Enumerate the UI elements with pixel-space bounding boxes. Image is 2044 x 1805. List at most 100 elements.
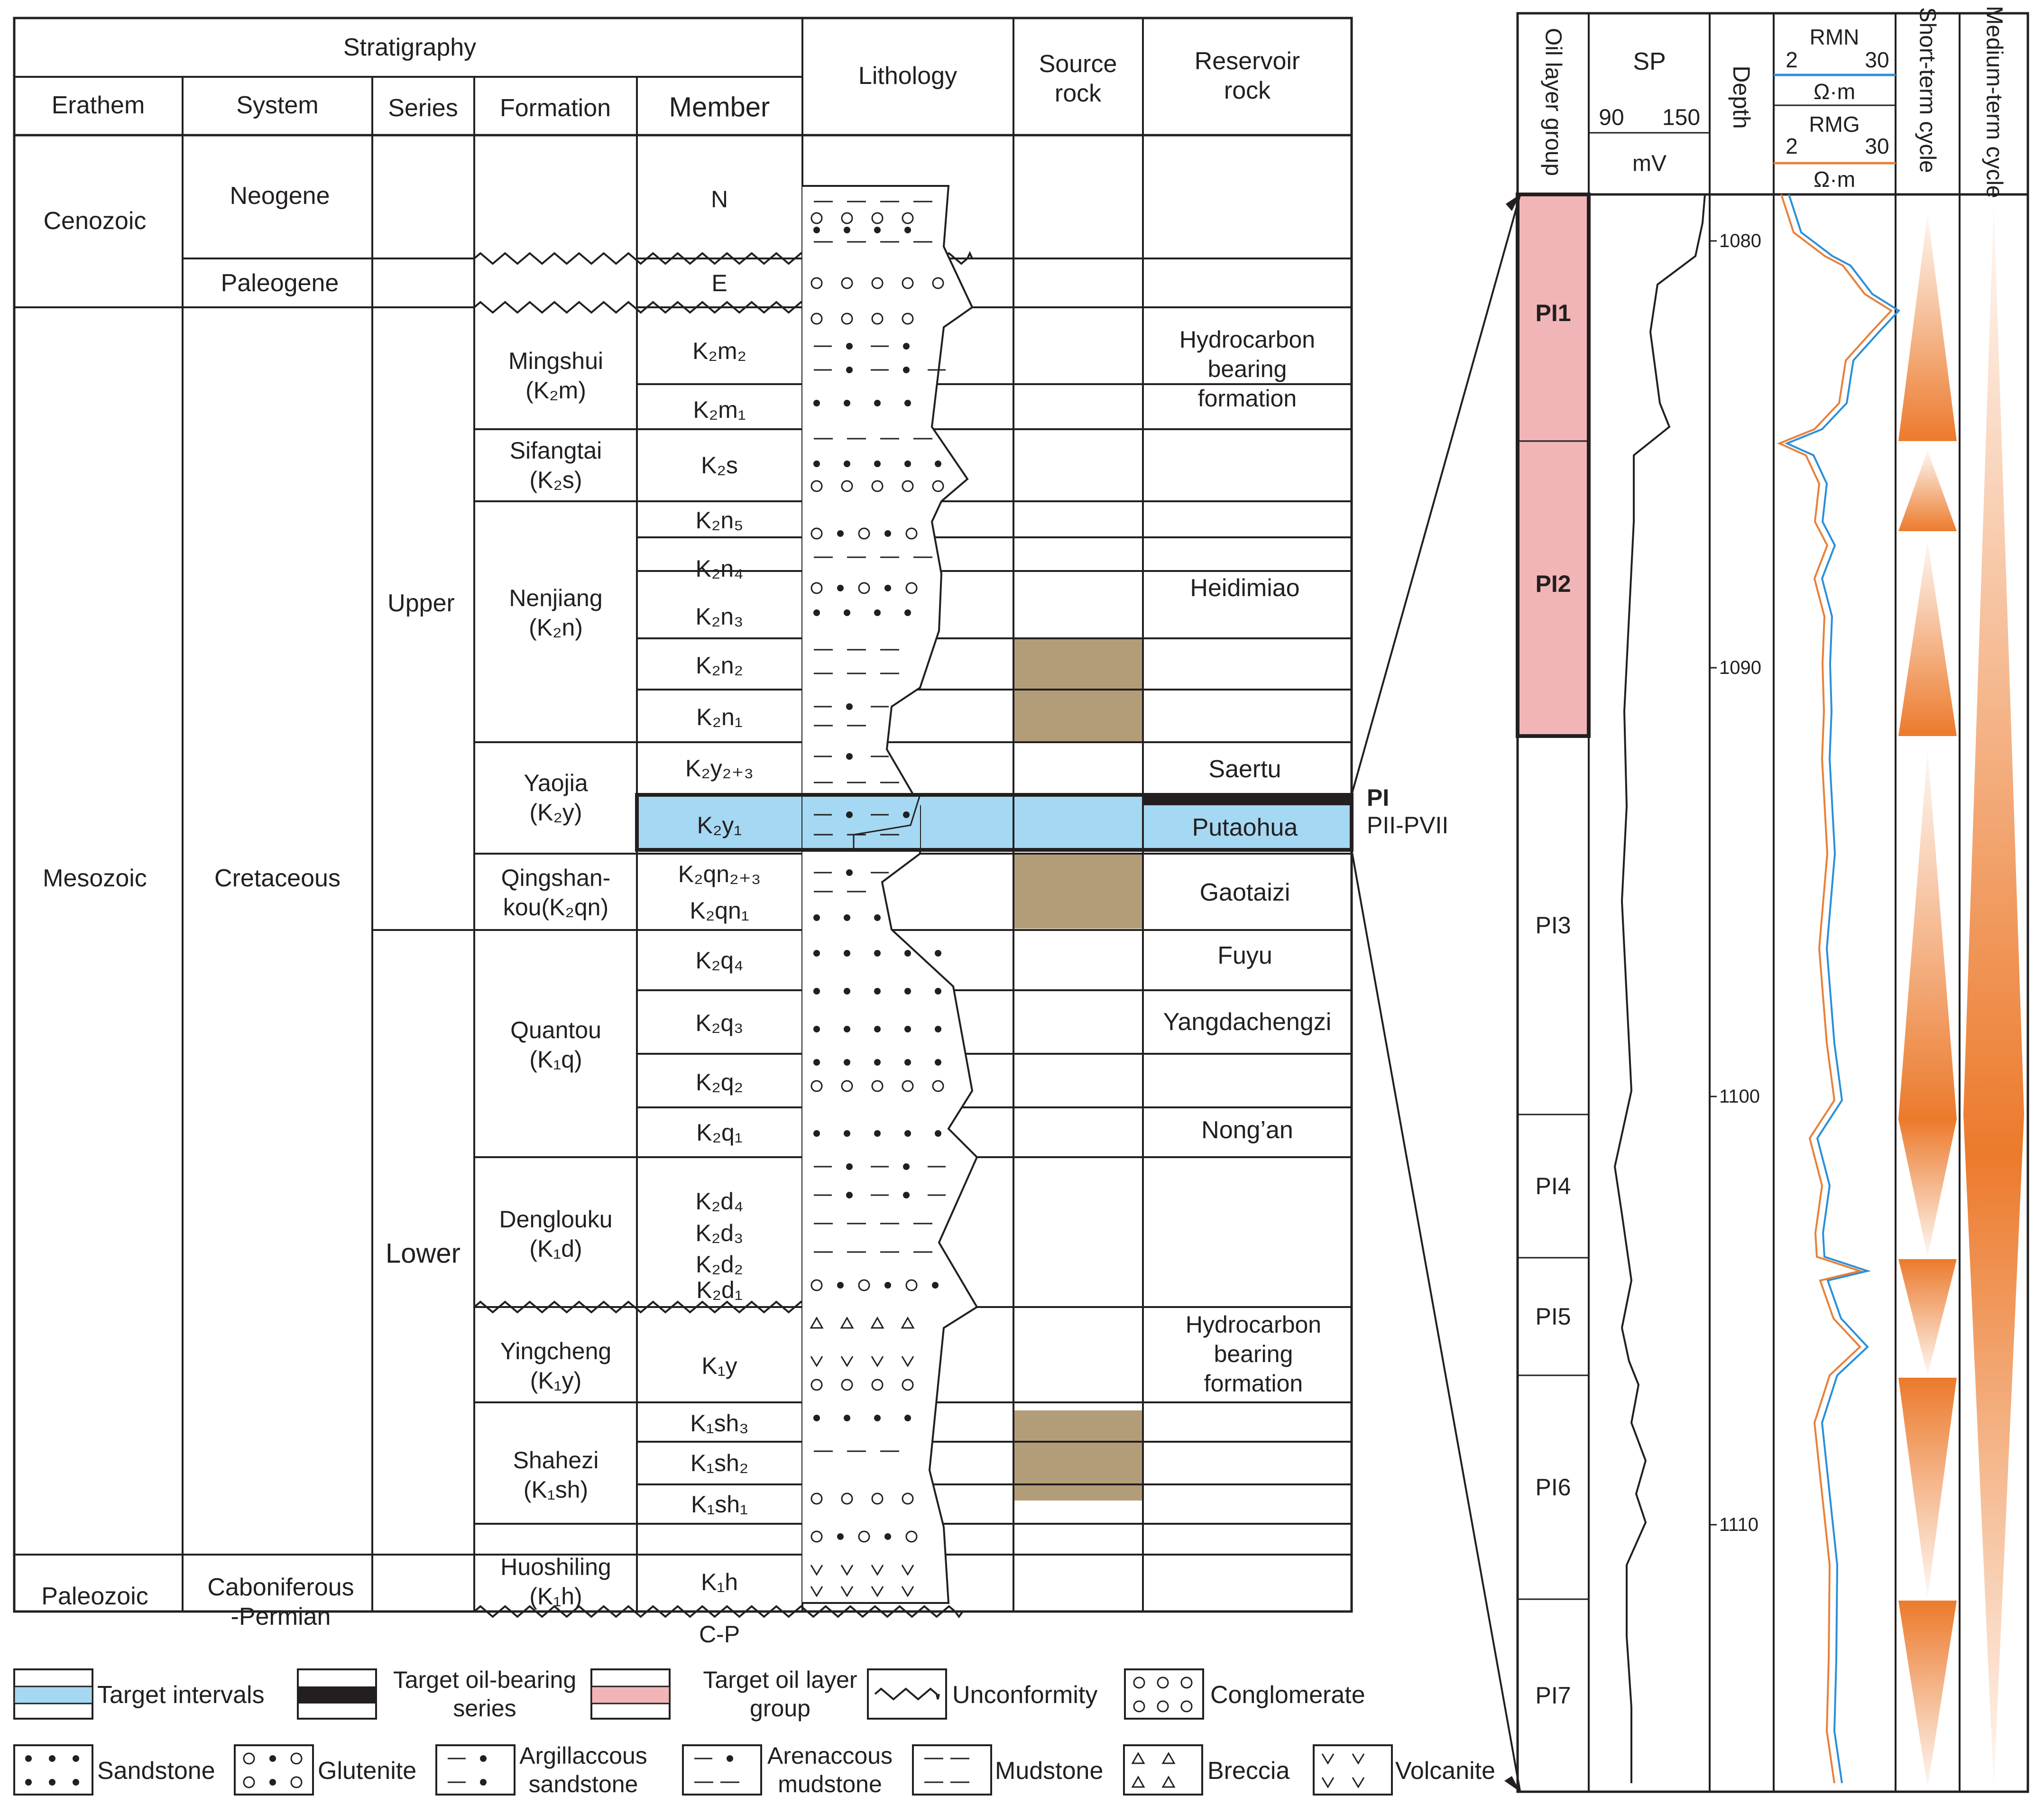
volcanic-mark bbox=[871, 1565, 884, 1576]
rmg-unit-label: Ω·m bbox=[1814, 167, 1855, 192]
gravel-circle bbox=[902, 313, 914, 325]
depth-label-1100: 1100 bbox=[1719, 1086, 1760, 1107]
reservoir-gaotaizi: Gaotaizi bbox=[1200, 879, 1290, 906]
sand-dot bbox=[844, 460, 850, 467]
legend-conglomerate: Conglomerate bbox=[1210, 1681, 1365, 1709]
legend-oil-bearing-fill bbox=[298, 1686, 376, 1704]
short-term-cycle-triangle bbox=[1898, 451, 1957, 531]
member-label: E bbox=[711, 270, 727, 296]
unconformity-huoshiling-base bbox=[473, 1605, 964, 1619]
sand-dot bbox=[844, 1059, 850, 1066]
short-term-cycle-triangle bbox=[1898, 541, 1957, 736]
sp-curve bbox=[1613, 194, 1706, 1783]
member-label: K₂m₁ bbox=[693, 396, 746, 423]
gravel-circle bbox=[871, 277, 884, 289]
gravel-circle bbox=[841, 1492, 853, 1505]
gravel-circle bbox=[905, 1279, 918, 1291]
gravel-circle bbox=[902, 277, 914, 289]
member-label: K₂n₃ bbox=[696, 603, 744, 630]
sand-dot bbox=[874, 1059, 881, 1066]
breccia-mark bbox=[810, 1316, 824, 1329]
gravel-circle bbox=[905, 1530, 918, 1543]
sand-dot bbox=[884, 1533, 891, 1540]
sand-dot bbox=[904, 460, 911, 467]
legend-mudstone: Mudstone bbox=[995, 1757, 1103, 1785]
sand-dot bbox=[844, 227, 850, 233]
reservoir-heidimiao: Heidimiao bbox=[1190, 574, 1299, 602]
series-lower: Lower bbox=[386, 1238, 460, 1269]
source-rock-header: Source bbox=[1039, 50, 1117, 78]
formation-huoshiling: Huoshiling bbox=[500, 1554, 611, 1580]
gravel-circle bbox=[290, 1776, 303, 1788]
gravel-circle bbox=[932, 277, 944, 289]
gravel-circle bbox=[841, 212, 853, 224]
sand-dot bbox=[844, 950, 850, 957]
member-label: K₁sh₃ bbox=[690, 1410, 748, 1437]
gravel-circle bbox=[1157, 1700, 1169, 1713]
member-label: N bbox=[711, 186, 728, 212]
connector-arrow-top bbox=[1506, 194, 1520, 211]
sand-dot bbox=[874, 609, 881, 616]
connector-line-bottom bbox=[1351, 849, 1521, 1791]
sand-dot bbox=[874, 988, 881, 995]
legend-target-interval-fill bbox=[13, 1685, 93, 1704]
gravel-circle bbox=[871, 1080, 884, 1092]
legend-argillaceous-sandstone-swatch bbox=[435, 1744, 516, 1796]
legend-unconformity: Unconformity bbox=[952, 1681, 1097, 1709]
volcanic-mark bbox=[901, 1586, 914, 1597]
short-term-cycle-triangle bbox=[1898, 1119, 1957, 1257]
sand-dot bbox=[884, 530, 891, 537]
gravel-circle bbox=[810, 527, 823, 540]
sand-dot bbox=[903, 343, 910, 350]
member-label: K₂d₄ bbox=[696, 1188, 744, 1215]
formation-yingcheng: Yingcheng bbox=[500, 1338, 611, 1364]
sand-dot bbox=[837, 1282, 844, 1289]
gravel-circle bbox=[858, 1530, 870, 1543]
volcanic-mark bbox=[901, 1356, 914, 1367]
short-term-cycle-header: Short-term cycle bbox=[1915, 7, 1940, 173]
sand-dot bbox=[874, 460, 881, 467]
reservoir-putaohua: Putaohua bbox=[1192, 814, 1298, 841]
reservoir-saertu: Saertu bbox=[1208, 755, 1281, 783]
callout-pi: PI bbox=[1367, 784, 1389, 811]
volcanic-mark bbox=[1321, 1753, 1335, 1765]
legend-breccia: Breccia bbox=[1207, 1757, 1289, 1785]
sand-dot bbox=[874, 950, 881, 957]
volcanic-mark bbox=[1352, 1777, 1365, 1788]
gravel-circle bbox=[1133, 1700, 1145, 1713]
formation-shahezi: (K₁sh) bbox=[524, 1476, 588, 1503]
member-label: K₂qn₁ bbox=[690, 897, 749, 924]
sand-dot bbox=[903, 1163, 910, 1170]
sand-dot bbox=[846, 703, 853, 710]
breccia-mark bbox=[1161, 1751, 1176, 1764]
legend-arenaceous-mudstone: mudstone bbox=[778, 1771, 882, 1797]
sand-dot bbox=[846, 1163, 853, 1170]
gravel-circle bbox=[810, 480, 823, 492]
sand-dot bbox=[25, 1779, 32, 1786]
formation-qingshan: Qingshan- bbox=[501, 865, 611, 891]
legend-mudstone-swatch bbox=[912, 1744, 992, 1796]
legend-argillaceous-sandstone: Argillaccous bbox=[519, 1742, 647, 1769]
gravel-circle bbox=[871, 480, 884, 492]
sand-dot bbox=[935, 988, 941, 995]
oil-layer-group-header: Oil layer group bbox=[1541, 28, 1566, 176]
legend-oil-layer-fill bbox=[590, 1685, 671, 1704]
stratigraphy-header: Stratigraphy bbox=[343, 34, 476, 61]
formation-mingshui: Mingshui bbox=[508, 348, 603, 374]
sand-dot bbox=[932, 1282, 939, 1289]
sand-dot bbox=[844, 1026, 850, 1032]
erathem-mesozoic: Mesozoic bbox=[43, 865, 147, 892]
gravel-circle bbox=[871, 1492, 884, 1505]
sand-dot bbox=[935, 950, 941, 957]
sand-dot bbox=[813, 460, 820, 467]
gravel-circle bbox=[902, 212, 914, 224]
member-label: K₂n₄ bbox=[696, 555, 744, 582]
sp-unit-label: mV bbox=[1632, 151, 1667, 176]
short-term-cycle-triangle bbox=[1898, 749, 1957, 1119]
short-term-cycle-triangle bbox=[1898, 1601, 1957, 1788]
sand-dot bbox=[837, 530, 844, 537]
gravel-circle bbox=[841, 277, 853, 289]
sand-dot bbox=[813, 1026, 820, 1032]
volcanic-mark bbox=[1352, 1753, 1365, 1765]
lithology-inner-curve bbox=[853, 794, 921, 849]
